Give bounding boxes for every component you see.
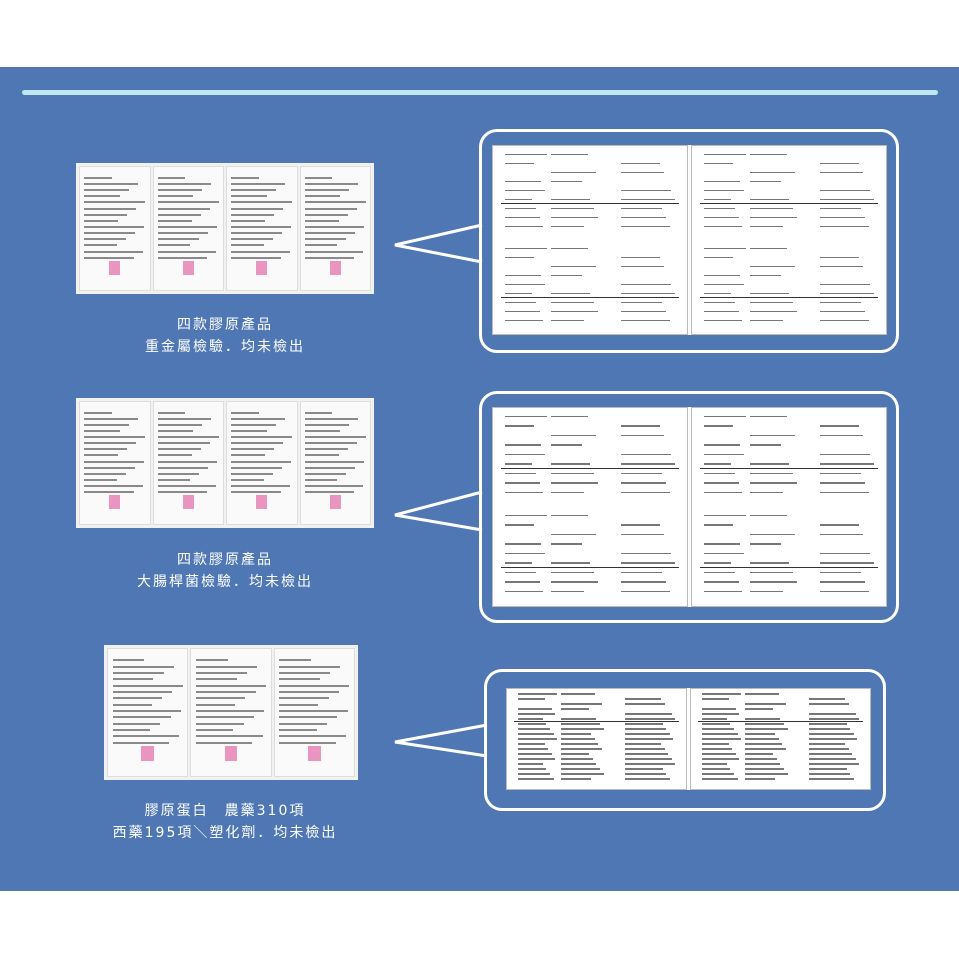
report-sheet: [691, 407, 887, 607]
divider-line: [22, 90, 938, 95]
stamp: [256, 494, 268, 510]
caption-line: 大腸桿菌檢驗．均未檢出: [137, 574, 313, 590]
report-sheet: [492, 407, 688, 607]
caption-heavy-metal: 四款膠原產品 重金屬檢驗．均未檢出: [100, 314, 350, 358]
callout-heavy-metal: [479, 129, 899, 353]
report-sheet: [506, 688, 687, 790]
stamp: [329, 260, 341, 276]
report-thumbnail-ecoli: [76, 398, 374, 528]
report-thumbnail-heavy-metal: [76, 163, 374, 294]
report-page: [152, 166, 224, 291]
report-page: [299, 401, 371, 525]
stamp: [256, 260, 268, 276]
stamp: [109, 494, 121, 510]
report-page: [107, 648, 189, 777]
caption-line: 四款膠原產品: [177, 317, 273, 333]
report-page: [152, 401, 224, 525]
report-page: [273, 648, 355, 777]
caption-line: 重金屬檢驗．均未檢出: [145, 339, 305, 355]
report-zoom-heavy-metal: [492, 145, 887, 335]
report-page: [79, 401, 151, 525]
report-sheet: [690, 688, 871, 790]
caption-ecoli: 四款膠原產品 大腸桿菌檢驗．均未檢出: [100, 549, 350, 593]
report-sheet: [492, 145, 688, 335]
stamp: [182, 260, 194, 276]
report-page: [226, 401, 298, 525]
caption-line: 四款膠原產品: [177, 552, 273, 568]
stamp: [224, 745, 238, 761]
report-page: [79, 166, 151, 291]
report-page: [299, 166, 371, 291]
stamp: [109, 260, 121, 276]
caption-line: 膠原蛋白 農藥310項: [144, 803, 306, 819]
stamp: [307, 745, 321, 761]
caption-line: 西藥195項＼塑化劑．均未檢出: [112, 825, 338, 841]
report-page: [190, 648, 272, 777]
report-sheet: [691, 145, 887, 335]
stamp: [182, 494, 194, 510]
report-zoom-pesticide: [506, 688, 871, 790]
report-zoom-ecoli: [492, 407, 887, 607]
callout-pesticide: [484, 669, 886, 811]
callout-ecoli: [479, 391, 899, 623]
report-page: [226, 166, 298, 291]
stamp: [329, 494, 341, 510]
caption-pesticide: 膠原蛋白 農藥310項 西藥195項＼塑化劑．均未檢出: [80, 800, 370, 844]
stamp: [141, 745, 154, 761]
report-thumbnail-pesticide: [104, 645, 358, 780]
